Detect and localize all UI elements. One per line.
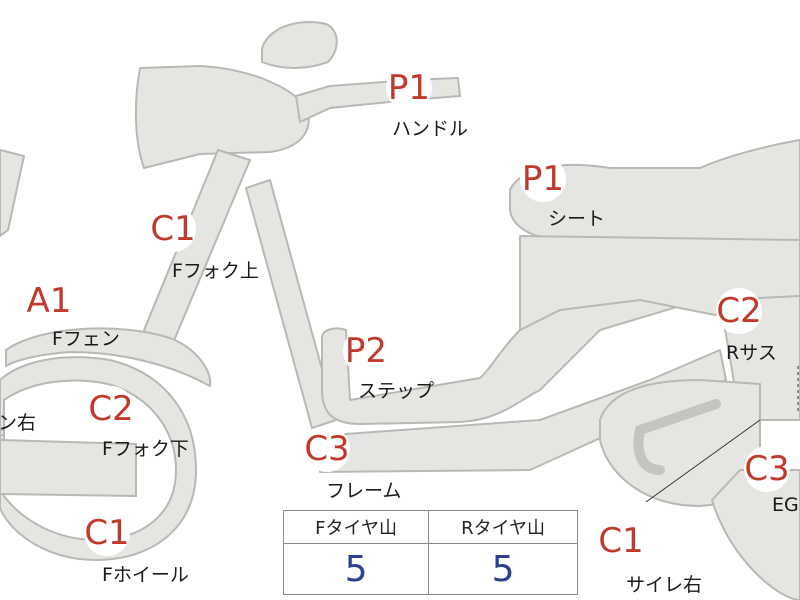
label-front-wheel: Fホイール [102, 564, 189, 586]
grade-badge-handle[interactable]: P1 [386, 65, 432, 111]
grade-badge-fork-lower[interactable]: C2 [88, 386, 134, 432]
label-step: ステップ [358, 380, 435, 402]
grade-badge-step[interactable]: P2 [343, 328, 389, 374]
rear-wheel-shape [711, 469, 800, 600]
grade-badge-engine[interactable]: C3 [744, 446, 790, 492]
pointer-line [645, 419, 761, 503]
frame-bottom-shape [317, 349, 727, 473]
muffler-bracket [633, 399, 721, 475]
label-fender: Fフェン [52, 328, 120, 350]
grade-badge-fork-upper[interactable]: C1 [150, 206, 196, 252]
label-fork-lower: Fフォク下 [102, 438, 189, 460]
label-handle: ハンドル [392, 118, 469, 140]
tire-tread-table: Fタイヤ山 Rタイヤ山 5 5 [282, 510, 578, 595]
front-tire-value[interactable]: 5 [282, 543, 430, 595]
front-tire-header: Fタイヤ山 [282, 510, 430, 544]
table-header-row: Fタイヤ山 Rタイヤ山 [282, 510, 578, 544]
grade-badge-seat[interactable]: P1 [520, 156, 566, 202]
rear-tire-header: Rタイヤ山 [428, 510, 578, 544]
front-fork-lower-overlay [0, 438, 137, 498]
rear-tire-value[interactable]: 5 [428, 543, 578, 595]
grade-badge-muffler[interactable]: C1 [598, 518, 644, 564]
left-mark: : [0, 425, 4, 439]
label-frame: フレーム [326, 480, 402, 502]
table-value-row: 5 5 [282, 543, 578, 595]
label-muffler: サイレ右 [626, 574, 703, 596]
headlight-shape [134, 65, 310, 169]
label-engine: EG [772, 494, 799, 516]
label-seat: シート [548, 208, 606, 230]
windscreen-shape [261, 21, 338, 69]
front-fender-shape [5, 327, 212, 387]
label-fork-upper: Fフォク上 [172, 260, 259, 282]
grade-badge-front-wheel[interactable]: C1 [84, 510, 130, 556]
grade-badge-frame[interactable]: C3 [304, 426, 350, 472]
grade-badge-rear-suspension[interactable]: C2 [716, 288, 762, 334]
grade-badge-fender[interactable]: A1 [26, 278, 72, 324]
label-rear-suspension: Rサス [726, 342, 777, 364]
partial-label-left: ン右 [0, 412, 37, 434]
left-edge-part [0, 149, 25, 237]
front-fork-upper-shape [139, 149, 251, 351]
